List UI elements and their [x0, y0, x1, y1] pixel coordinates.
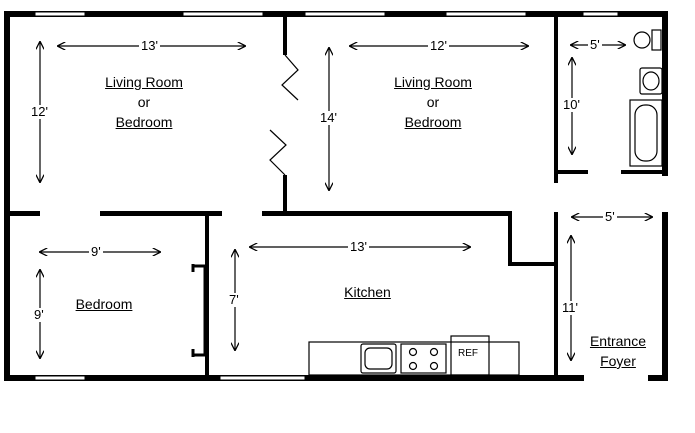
bath-sink	[639, 67, 663, 95]
wall-bath-bottom-left	[554, 170, 588, 174]
bathtub	[629, 99, 663, 167]
room-label-living-a: Living Room or Bedroom	[94, 72, 194, 132]
wall-living-divider-top	[283, 15, 287, 55]
dim-label-kitchen-width: 13'	[348, 239, 369, 254]
window	[582, 11, 619, 17]
dim-label-foyer-width: 5'	[603, 209, 617, 224]
burner	[408, 361, 418, 371]
window	[182, 11, 264, 17]
wall-bath-bottom-right	[621, 170, 666, 174]
wall-kitchen-jog-h	[508, 262, 558, 266]
wall-living-divider-bottom	[283, 175, 287, 215]
folding-door-lower	[269, 129, 287, 176]
dim-label-bedroom-height: 9'	[32, 307, 46, 322]
dim-label-bath-height: 10'	[561, 97, 582, 112]
room-name: Living Room	[105, 74, 183, 90]
burner	[429, 361, 439, 371]
stove	[400, 343, 447, 374]
exterior-wall-right-upper	[662, 11, 668, 176]
wall-foyer-left	[554, 212, 558, 380]
dim-label-living-a-height: 12'	[29, 104, 50, 119]
room-name-connector: or	[137, 94, 151, 110]
sink	[360, 343, 397, 374]
exterior-wall-right-lower	[662, 212, 668, 381]
room-label-kitchen: Kitchen	[330, 282, 405, 302]
room-name: Bedroom	[404, 114, 462, 130]
burner	[408, 347, 418, 357]
room-name: Entrance	[589, 333, 647, 349]
dim-label-kitchen-height: 7'	[227, 292, 241, 307]
room-name: Living Room	[394, 74, 472, 90]
room-name: Bedroom	[115, 114, 173, 130]
folding-door-upper	[281, 54, 299, 101]
exterior-wall-bottom-right	[648, 375, 668, 381]
window	[219, 375, 306, 381]
window	[445, 11, 527, 17]
dim-label-bath-width: 5'	[588, 37, 602, 52]
room-label-bedroom: Bedroom	[64, 294, 144, 314]
exterior-wall-left	[4, 11, 10, 381]
refrigerator-label: REF	[458, 348, 478, 359]
room-name: Foyer	[600, 353, 636, 369]
closet	[191, 264, 207, 357]
bathtub-inner	[634, 104, 658, 162]
dim-label-living-b-width: 12'	[428, 38, 449, 53]
room-name: Kitchen	[344, 284, 391, 300]
room-label-living-b: Living Room or Bedroom	[383, 72, 483, 132]
room-name-connector: or	[426, 94, 440, 110]
wall-bath-left	[554, 15, 558, 183]
wall-mid-right	[262, 211, 512, 216]
wall-mid-center	[100, 211, 222, 216]
sink-basin	[364, 347, 393, 370]
bath-sink-basin	[642, 71, 660, 91]
dim-label-living-b-height: 14'	[318, 110, 339, 125]
dim-label-living-a-width: 13'	[139, 38, 160, 53]
window	[304, 11, 386, 17]
refrigerator	[450, 335, 490, 376]
room-name: Bedroom	[75, 296, 133, 312]
dim-label-bedroom-width: 9'	[89, 244, 103, 259]
wall-mid-left	[4, 211, 40, 216]
dim-label-foyer-height: 11'	[560, 300, 580, 315]
wall-kitchen-jog	[508, 211, 512, 266]
toilet-tank	[651, 29, 662, 51]
kitchen-counter	[308, 341, 520, 376]
wall-bedroom-right	[205, 214, 209, 379]
room-label-foyer: Entrance Foyer	[580, 331, 656, 371]
toilet-bowl	[633, 31, 651, 49]
burner	[429, 347, 439, 357]
window	[34, 375, 86, 381]
window	[34, 11, 86, 17]
